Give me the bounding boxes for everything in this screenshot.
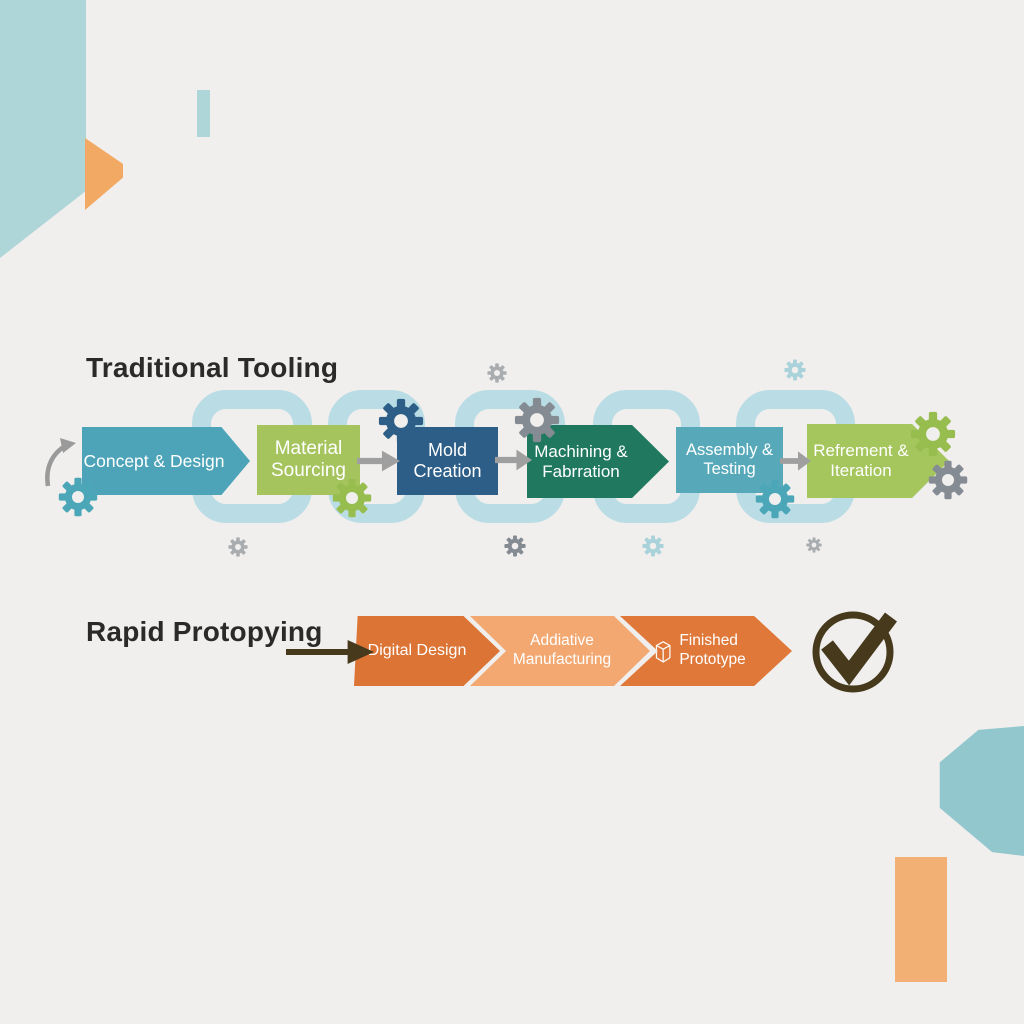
gear-icon <box>332 478 372 518</box>
step-label: Concept & Design <box>83 450 225 471</box>
chevron-label: Finished Prototype <box>679 632 746 668</box>
gear-icon <box>58 477 98 517</box>
step-label: Material Sourcing <box>271 438 346 481</box>
step-label: Refrement & Iteration <box>813 441 909 480</box>
gear-icon <box>504 535 526 557</box>
decor-top-left-polygon <box>0 0 86 258</box>
decor-orange-bar <box>895 857 947 982</box>
gear-icon <box>910 411 956 457</box>
gear-icon <box>806 537 822 553</box>
step-label: Mold Creation <box>413 440 482 481</box>
step-assembly-testing: Assembly & Testing <box>676 427 783 493</box>
gear-icon <box>784 359 806 381</box>
chevron-label: Addiative Manufacturing <box>512 632 612 668</box>
chevron-additive-manufacturing: Addiative Manufacturing <box>470 616 650 686</box>
decor-orange-flag <box>85 138 123 210</box>
gear-icon <box>642 535 664 557</box>
checkmark-icon <box>812 611 897 693</box>
traditional-tooling-title: Traditional Tooling <box>86 352 339 383</box>
gear-icon <box>228 537 248 557</box>
decor-blue-bar <box>197 90 210 137</box>
rapid-prototyping-title: Rapid Protopying <box>86 616 323 647</box>
gear-icon <box>928 460 968 500</box>
step-material-sourcing: Material Sourcing <box>257 425 360 495</box>
gear-icon <box>378 398 424 444</box>
curved-arrow-icon <box>45 438 76 487</box>
chevron-digital-design: Digital Design <box>354 616 500 686</box>
gear-icon <box>514 397 560 443</box>
step-label: Assembly & Testing <box>685 441 774 478</box>
step-concept-design: Concept & Design <box>82 427 250 495</box>
chevron-label: Digital Design <box>367 642 467 660</box>
cube-icon <box>655 641 671 663</box>
decor-bottom-right-hexagon <box>939 726 1024 856</box>
step-label: Machining & Fabrration <box>534 441 628 481</box>
gear-icon <box>487 363 507 383</box>
gear-icon <box>755 479 795 519</box>
